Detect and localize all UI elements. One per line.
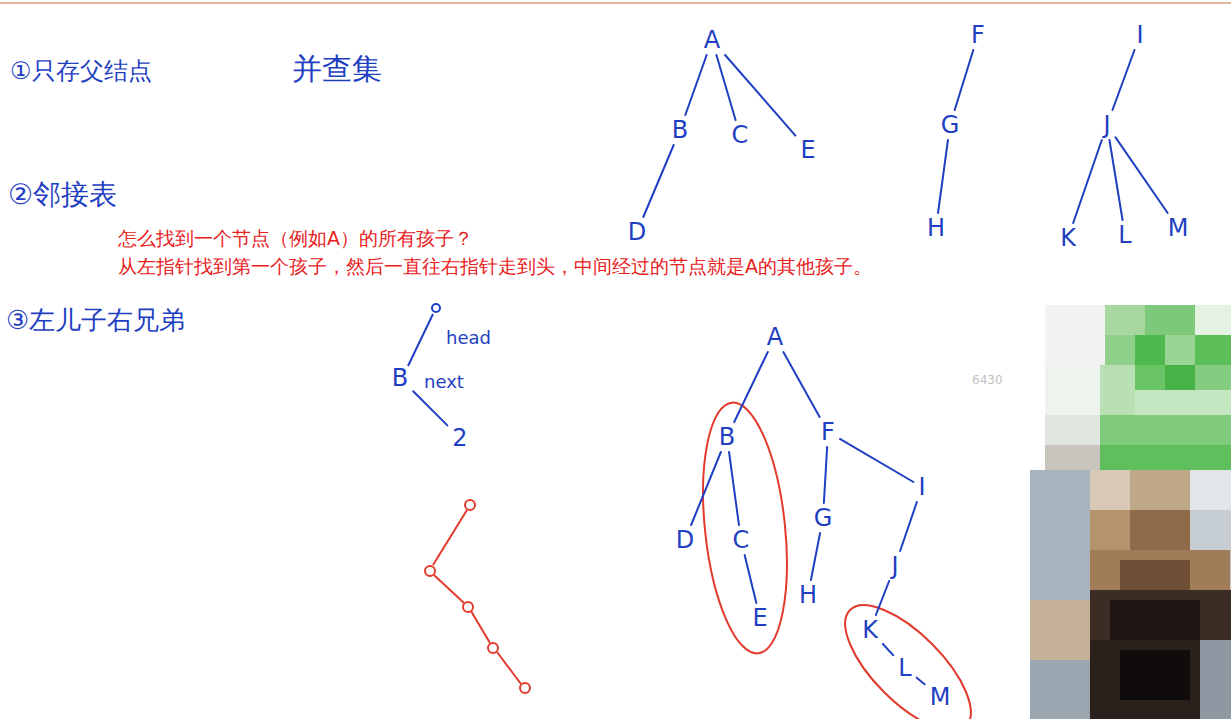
sibling-ring xyxy=(692,399,798,658)
heading-note: ②邻接表 xyxy=(8,180,117,211)
heading-note: 并查集 xyxy=(292,52,382,85)
tree-branch xyxy=(1073,140,1102,223)
tree-node: H xyxy=(924,215,948,241)
node-letter: M xyxy=(930,685,951,709)
node-letter: E xyxy=(800,138,815,162)
node-letter: B xyxy=(392,366,408,390)
tree-node: J xyxy=(888,553,901,579)
tree-node: G xyxy=(938,112,963,138)
node-letter: D xyxy=(676,528,694,552)
tree-node: F xyxy=(818,419,838,445)
tree-branch xyxy=(1109,140,1122,220)
tree-branch xyxy=(685,55,706,115)
tree-branch xyxy=(811,533,820,580)
node-letter: G xyxy=(814,506,833,530)
tree-node: L xyxy=(895,655,914,681)
node-letter: J xyxy=(1103,113,1110,137)
tree-node: K xyxy=(1057,225,1079,251)
tree-branch xyxy=(643,145,673,217)
tree-node: A xyxy=(701,27,723,53)
tree-node: I xyxy=(1133,22,1146,48)
tree-node: F xyxy=(968,22,988,48)
tree-node: J xyxy=(1100,112,1113,138)
node-letter: G xyxy=(941,113,960,137)
tree-branch xyxy=(691,452,721,525)
tree-branch xyxy=(938,140,948,213)
top-border xyxy=(0,2,1231,4)
tree-node: A xyxy=(764,324,786,350)
tree-branch xyxy=(1116,137,1168,213)
tree-branch xyxy=(783,352,819,417)
node-letter: B xyxy=(672,118,688,142)
heading-note: ①只存父结点 xyxy=(10,58,152,84)
tree-branch xyxy=(824,447,827,503)
tree-branch xyxy=(955,50,974,110)
tree-node: B xyxy=(389,365,411,391)
node-letter: H xyxy=(799,583,817,607)
tree-branch xyxy=(876,581,889,615)
node-letter: K xyxy=(862,618,878,642)
tree-node: E xyxy=(797,137,818,163)
tree-node: M xyxy=(1165,215,1192,241)
tree-branch xyxy=(734,352,768,422)
node-letter: H xyxy=(927,216,945,240)
tree-node: D xyxy=(673,527,697,553)
tree-branch xyxy=(900,502,917,551)
sibling-ring xyxy=(826,586,990,719)
pointer-label: head xyxy=(446,328,491,348)
node-letter: E xyxy=(752,606,767,630)
node-letter: D xyxy=(628,220,646,244)
node-letter: C xyxy=(732,123,749,147)
node-letter: K xyxy=(1060,226,1076,250)
red-note: 怎么找到一个节点（例如A）的所有孩子？ xyxy=(118,228,473,249)
tree-node: D xyxy=(625,219,649,245)
tree-node: B xyxy=(669,117,691,143)
tree-node: E xyxy=(749,605,770,631)
node-letter: C xyxy=(733,528,750,552)
node-letter: 2 xyxy=(452,426,467,450)
tree-branch xyxy=(413,391,447,425)
tree-node: H xyxy=(796,582,820,608)
node-letter: F xyxy=(971,23,985,47)
node-letter: A xyxy=(767,325,783,349)
tree-branch xyxy=(1112,50,1134,110)
tree-node: 2 xyxy=(449,425,470,451)
tree-branch xyxy=(729,452,739,525)
node-letter: L xyxy=(898,656,911,680)
tree-node: L xyxy=(1115,222,1134,248)
red-note: 从左指针找到第一个孩子，然后一直往右指针走到头，中间经过的节点就是A的其他孩子。 xyxy=(118,256,872,277)
tree-node: C xyxy=(730,527,753,553)
overlay-number: 6430 xyxy=(972,374,1003,387)
chain-sketch xyxy=(425,500,530,693)
tree-branch xyxy=(745,555,757,603)
node-letter: M xyxy=(1168,216,1189,240)
node-letter: B xyxy=(719,425,735,449)
node-letter: I xyxy=(918,475,925,499)
heading-note: ③左儿子右兄弟 xyxy=(6,306,185,335)
webcam-mosaic xyxy=(1030,305,1231,719)
node-letter: F xyxy=(821,420,835,444)
node-letter: J xyxy=(891,554,898,578)
node-letter: L xyxy=(1118,223,1131,247)
tree-node: B xyxy=(716,424,738,450)
tree-node: K xyxy=(859,617,881,643)
pointer-label: next xyxy=(424,372,464,392)
tree-branch xyxy=(840,439,914,482)
tree-node: C xyxy=(729,122,752,148)
tree-node: G xyxy=(811,505,836,531)
node-letter: I xyxy=(1136,23,1143,47)
tree-node: I xyxy=(915,474,928,500)
tree-branch xyxy=(883,644,893,655)
tree-node: M xyxy=(927,684,954,710)
node-letter: A xyxy=(704,28,720,52)
pointer-sketch xyxy=(408,304,440,366)
tree-branch xyxy=(917,678,925,685)
